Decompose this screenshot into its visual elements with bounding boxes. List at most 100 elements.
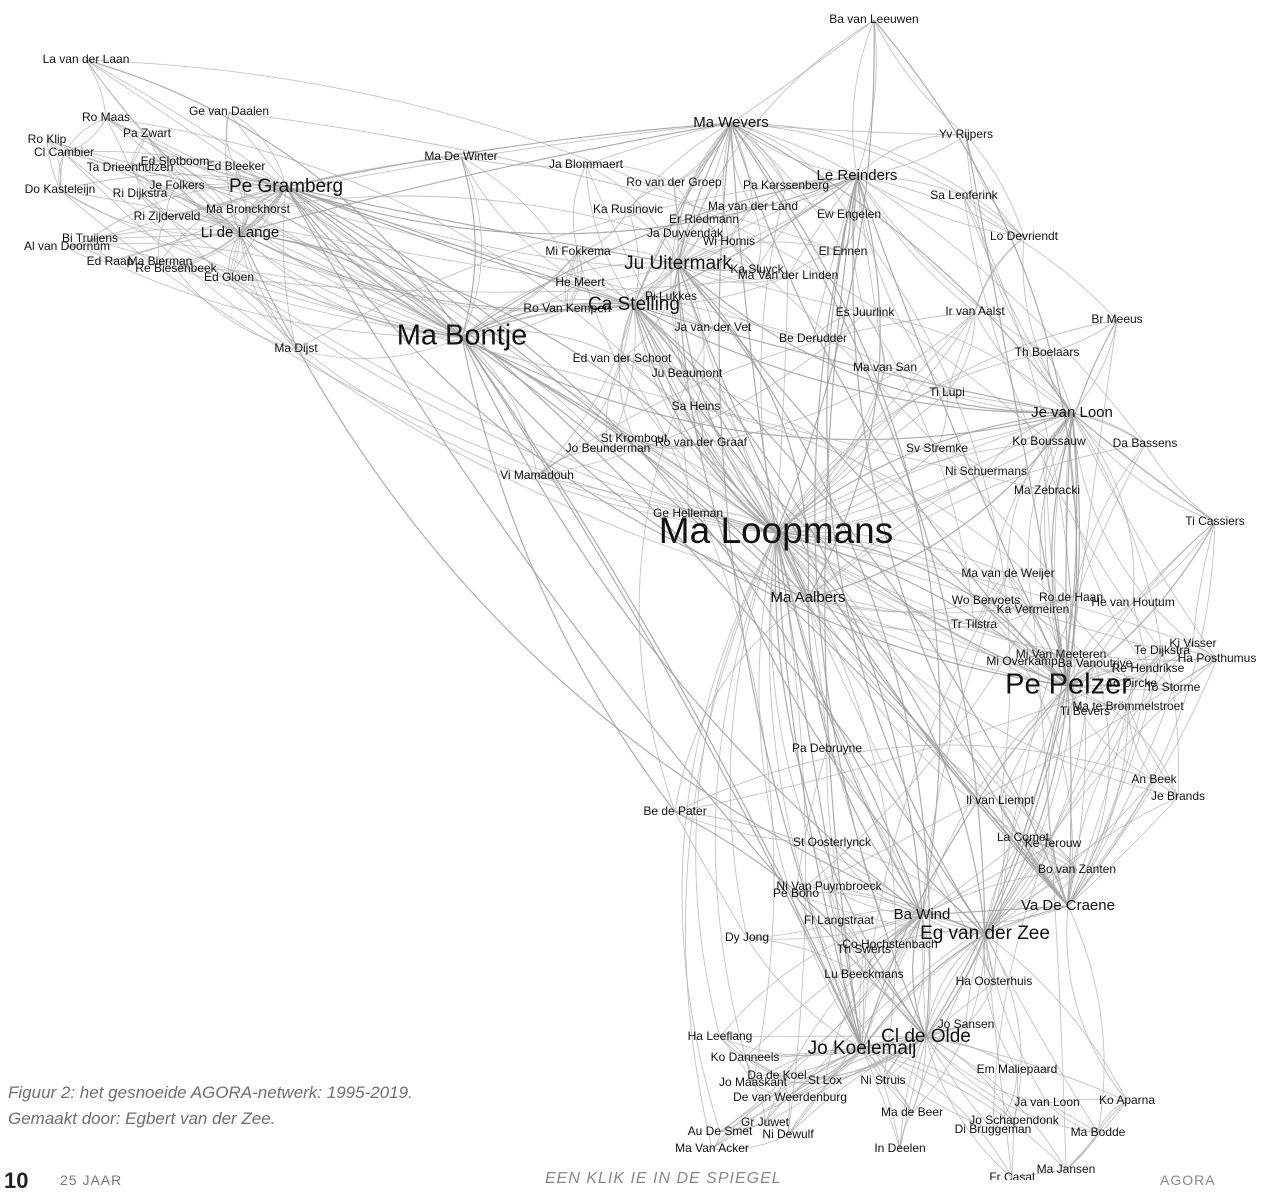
- network-edge: [695, 406, 1133, 685]
- network-edge: [285, 186, 809, 599]
- network-edge: [795, 658, 1218, 895]
- node-label: Ma te Brömmelstroet: [1072, 699, 1184, 713]
- node-label: Ro Maas: [82, 110, 130, 124]
- network-edge: [566, 282, 581, 310]
- network-edge: [175, 268, 463, 338]
- network-edge: [235, 166, 249, 211]
- network-edge: [105, 117, 131, 169]
- network-edge: [889, 931, 986, 946]
- network-edge: [633, 304, 923, 916]
- network-edge: [756, 175, 858, 271]
- network-edge: [921, 914, 986, 935]
- network-edge: [828, 842, 835, 888]
- network-edge: [775, 441, 1050, 534]
- network-edge: [673, 182, 686, 235]
- node-label: Ko Boussauw: [1012, 434, 1086, 448]
- network-edge: [536, 304, 635, 477]
- network-edge: [577, 251, 582, 284]
- network-edge: [1067, 685, 1174, 691]
- network-edge: [984, 597, 1075, 935]
- network-edge: [282, 186, 297, 350]
- footer-right-text: AGORA: [1160, 1172, 1216, 1188]
- network-edge: [925, 1036, 994, 1131]
- node-label: Ma Bierman: [128, 254, 193, 268]
- network-edge: [925, 933, 986, 1038]
- network-edge: [139, 193, 168, 218]
- network-edge: [59, 189, 777, 534]
- network-edge: [787, 1097, 791, 1136]
- network-edge: [461, 336, 538, 477]
- network-edge: [460, 156, 635, 306]
- node-label: Vi Mamadouh: [500, 468, 574, 482]
- node-label: Ja van der Vet: [675, 320, 752, 334]
- network-edge: [963, 195, 1025, 238]
- network-edge: [787, 175, 858, 277]
- network-edge: [884, 367, 948, 394]
- network-edge: [1071, 412, 1146, 445]
- network-edge: [1067, 643, 1194, 907]
- network-edge: [728, 206, 754, 243]
- node-label: Jo Schapendonk: [969, 1113, 1059, 1127]
- network-edge: [239, 232, 635, 312]
- node-label: Wi Hornis: [703, 234, 755, 248]
- network-edge: [239, 232, 986, 935]
- network-edge: [984, 869, 1078, 935]
- network-edge: [621, 358, 775, 1084]
- node-label: Au De Smet: [688, 1124, 753, 1138]
- network-edge: [730, 19, 875, 124]
- network-edge: [838, 910, 923, 922]
- network-edge: [973, 600, 987, 626]
- network-edge: [63, 117, 107, 154]
- network-edge: [66, 243, 463, 338]
- network-edge: [1067, 521, 1216, 687]
- network-edge: [856, 19, 877, 177]
- network-edge: [239, 232, 463, 338]
- network-edge: [775, 19, 875, 534]
- network-edge: [1071, 412, 1194, 645]
- node-label: Ma Dijst: [274, 341, 318, 355]
- network-edge: [247, 209, 777, 534]
- node-label: Ro Klip: [28, 132, 67, 146]
- node-label: Sa Lenferink: [930, 188, 998, 202]
- network-edge: [1127, 706, 1155, 781]
- network-edge: [752, 206, 762, 271]
- network-edge: [775, 448, 938, 534]
- network-edge: [728, 241, 758, 271]
- network-edge: [670, 122, 732, 298]
- node-label: Ki Visser: [1169, 636, 1216, 650]
- node-label: Ja Blommaert: [549, 157, 624, 171]
- network-edge: [746, 937, 863, 1050]
- network-edge: [577, 251, 777, 534]
- network-edge: [239, 232, 297, 350]
- network-edge: [1192, 521, 1216, 645]
- network-edge: [585, 164, 675, 184]
- network-edge: [775, 532, 1218, 661]
- network-edge: [633, 304, 809, 599]
- network-edge: [566, 263, 679, 310]
- network-edge: [461, 336, 863, 1050]
- network-edge: [175, 268, 297, 350]
- network-edge: [166, 185, 178, 218]
- network-edge: [807, 597, 1023, 663]
- network-edge: [729, 532, 777, 939]
- network-edge: [239, 232, 777, 534]
- network-edge: [838, 920, 865, 976]
- network-edge: [828, 886, 840, 922]
- node-label: Jo Sansen: [938, 1017, 995, 1031]
- network-edge: [285, 122, 732, 188]
- network-edge: [787, 1036, 927, 1136]
- network-edge: [677, 263, 789, 284]
- network-edge: [764, 1048, 863, 1124]
- network-edge: [775, 532, 1069, 687]
- network-edge: [687, 511, 777, 534]
- network-edge: [579, 263, 679, 284]
- network-edge: [1161, 649, 1218, 660]
- network-edge: [579, 282, 635, 306]
- network-edge: [677, 122, 732, 265]
- node-label: Je Brands: [1151, 789, 1205, 803]
- node-label: He van Houtum: [1091, 595, 1174, 609]
- node-label: St Lox: [808, 1073, 842, 1087]
- network-edge: [730, 122, 787, 187]
- network-edge: [826, 748, 923, 916]
- node-label: Co Hochstenbach: [842, 937, 937, 951]
